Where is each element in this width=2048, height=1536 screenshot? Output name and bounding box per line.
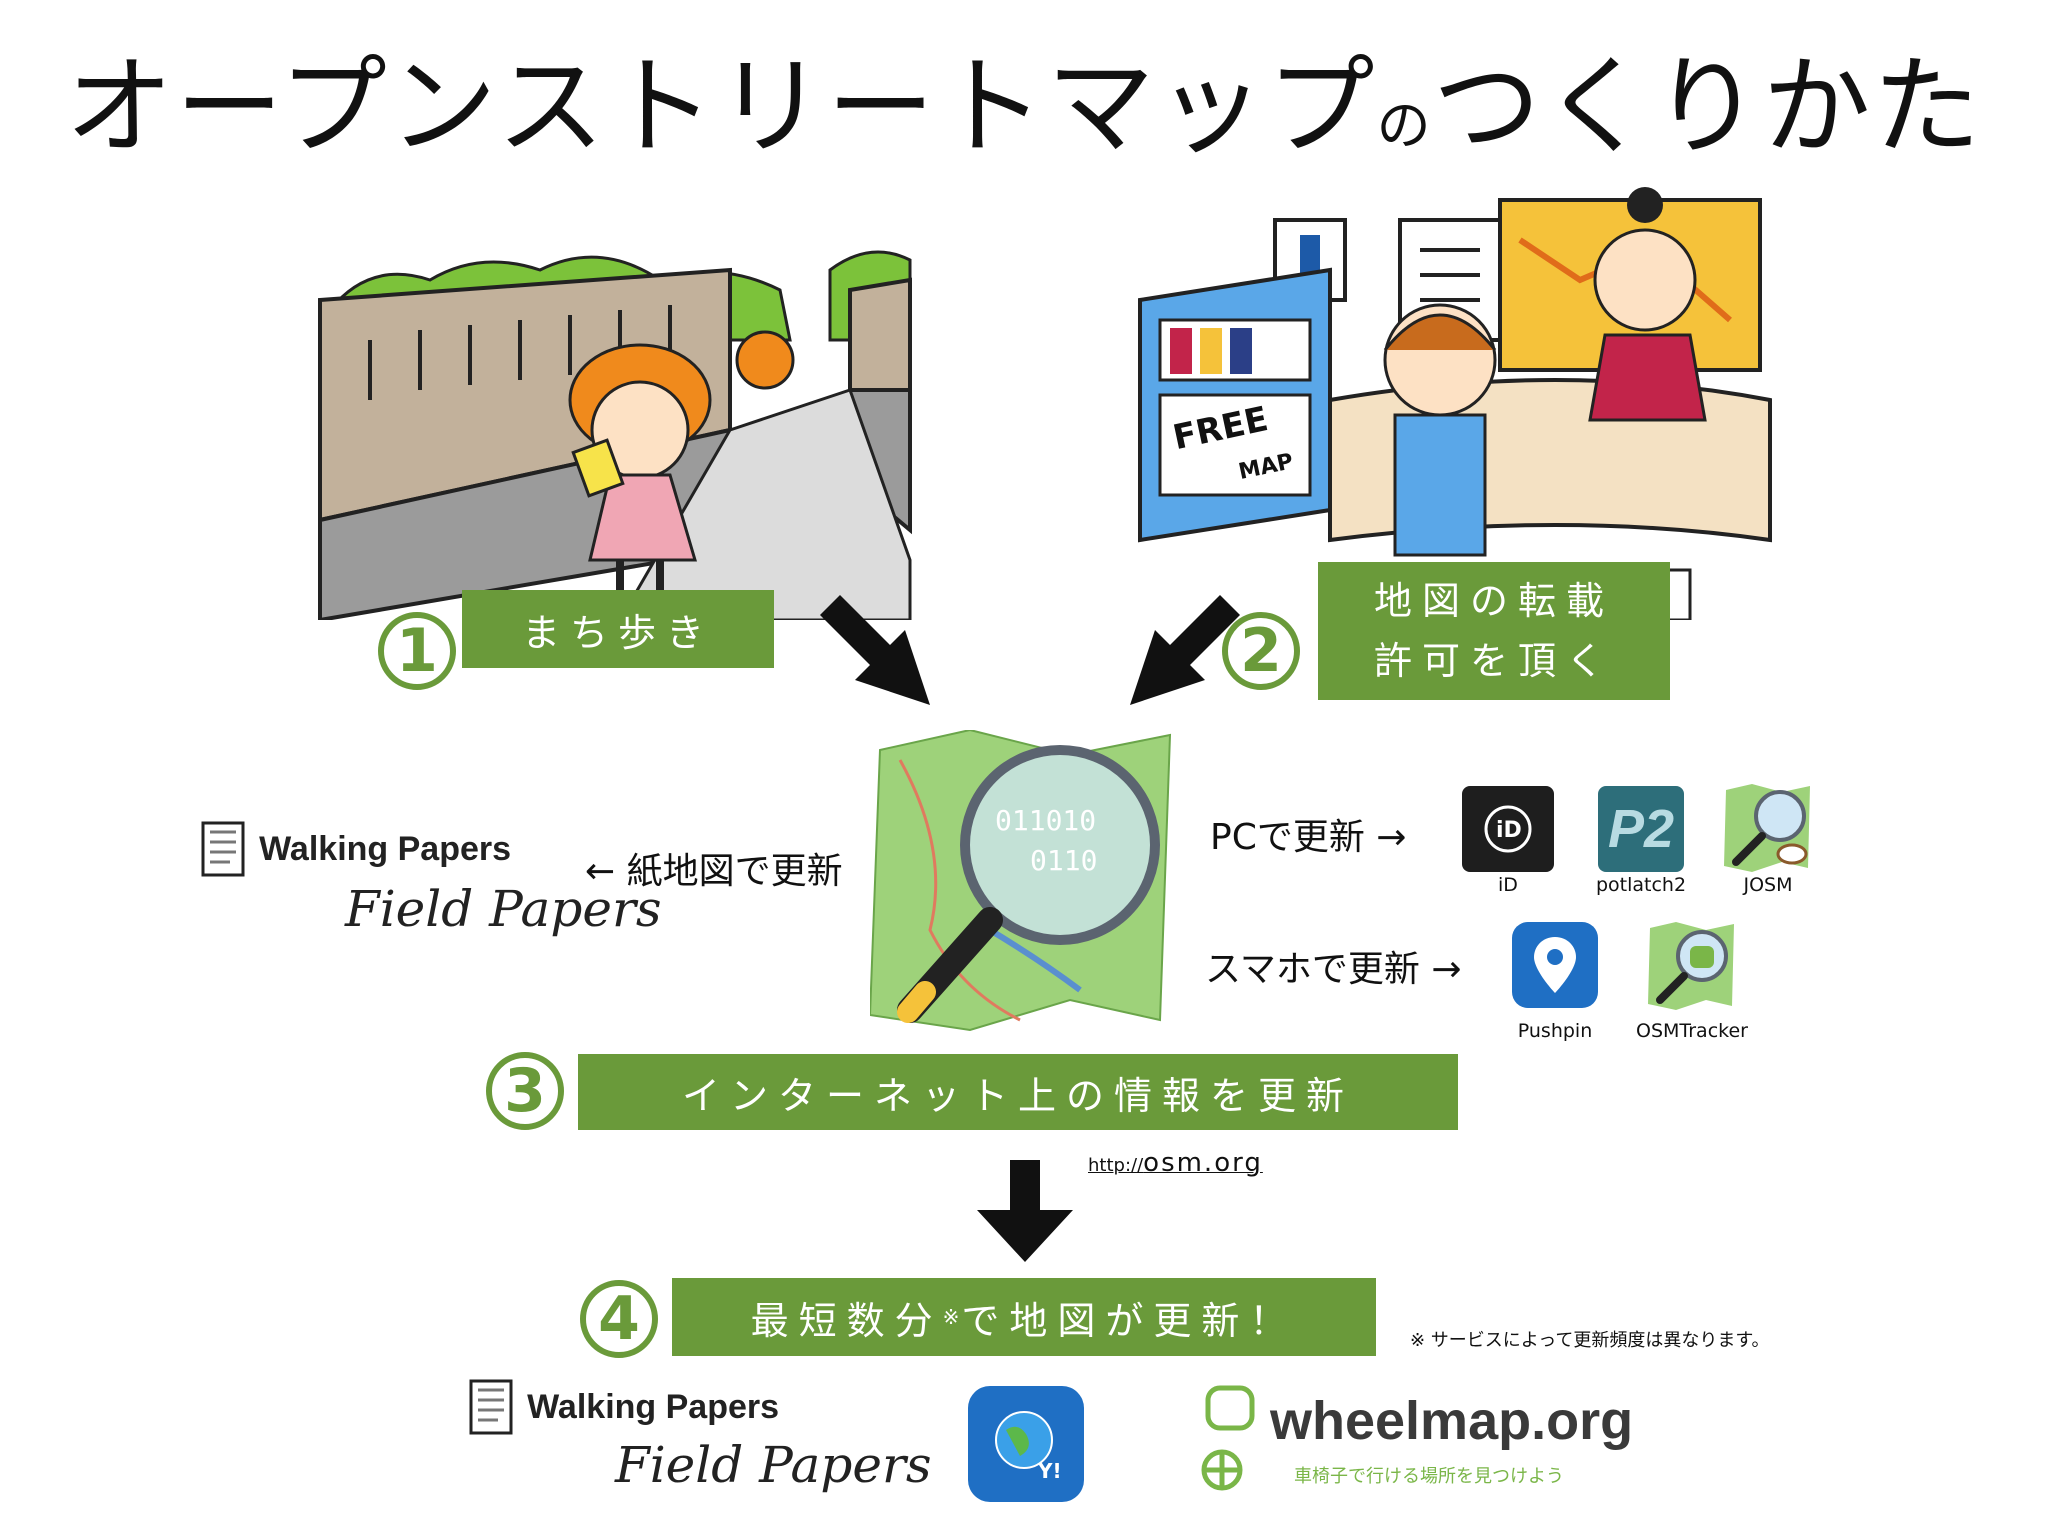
field-papers-logo-bottom[interactable]: Field Papers [615,1436,932,1494]
openstreetmap-logo: 011010 0110 [870,730,1172,1032]
walking-papers-logo-bottom[interactable]: Walking Papers [468,1378,779,1436]
step-4-note-mark: ※ [942,1305,962,1329]
walking-papers-logo[interactable]: Walking Papers [200,820,511,878]
yahoo-map-icon[interactable]: Y! [968,1386,1084,1502]
wheelmap-wordmark: wheelmap.org [1270,1391,1634,1451]
arrow-down-left-icon [1130,595,1240,705]
potlatch2-caption: potlatch2 [1595,874,1687,896]
josm-icon[interactable] [1722,782,1814,874]
step-2-line-1: 地図の転載 [1373,579,1614,623]
step-4-label-b: で地図が更新！ [961,1298,1298,1343]
walking-papers-icon-bottom [469,1379,513,1435]
step-4-number: 4 [580,1280,658,1358]
wheelmap-tagline: 車椅子で行ける場所を見つけよう [1294,1466,1564,1487]
walking-papers-icon [201,821,245,877]
pushpin-icon[interactable] [1512,922,1598,1008]
pushpin-caption: Pushpin [1517,1020,1593,1042]
josm-caption: JOSM [1743,874,1793,896]
step-3-number: 3 [486,1052,564,1130]
step-2-line-2: 許可を頂く [1373,639,1614,683]
arrow-down-right-icon [820,595,930,705]
osm-url-domain: osm.org [1143,1148,1263,1178]
paper-update-label: ← 紙地図で更新 [585,851,843,892]
step-4-label: 最短数分※で地図が更新！ [672,1278,1376,1356]
step-1-number: 1 [378,612,456,690]
step-3-label: インターネット上の情報を更新 [578,1054,1458,1130]
map-binary-text-2: 0110 [1030,844,1097,877]
potlatch2-icon[interactable]: P2 [1598,786,1684,872]
svg-text:iD: iD [1496,818,1522,843]
osmtracker-caption: OSMTracker [1636,1020,1748,1042]
step-2-label: 地図の転載 許可を頂く [1318,562,1670,700]
footnote: ※ サービスによって更新頻度は異なります。 [1410,1330,1770,1351]
step-4-label-a: 最短数分 [750,1298,943,1343]
arrow-down-icon [977,1160,1073,1262]
id-editor-caption: iD [1498,874,1518,896]
osmtracker-icon[interactable] [1646,920,1738,1012]
id-editor-icon[interactable]: iD [1462,786,1554,872]
wheelchair-icon [1201,1385,1255,1491]
osm-url-link[interactable]: http://osm.org [1088,1148,1263,1178]
tourist-info-illustration: FREE MAP [1130,180,1790,620]
wheelmap-logo[interactable]: wheelmap.org 車椅子で行ける場所を見つけよう [1190,1384,1633,1504]
field-papers-logo[interactable]: Field Papers [345,880,662,938]
osm-url-prefix: http:// [1088,1155,1144,1176]
street-walking-illustration [310,230,920,620]
map-binary-text-1: 011010 [995,804,1096,837]
step-1-label: まち歩き [462,590,774,668]
svg-text:Y!: Y! [1037,1459,1062,1483]
step-2-number: 2 [1222,612,1300,690]
page-title: オープンストリートマップのつくりかた [65,45,1983,170]
phone-update-label: スマホで更新 → [1205,949,1462,990]
pc-update-label: PCで更新 → [1210,817,1407,858]
